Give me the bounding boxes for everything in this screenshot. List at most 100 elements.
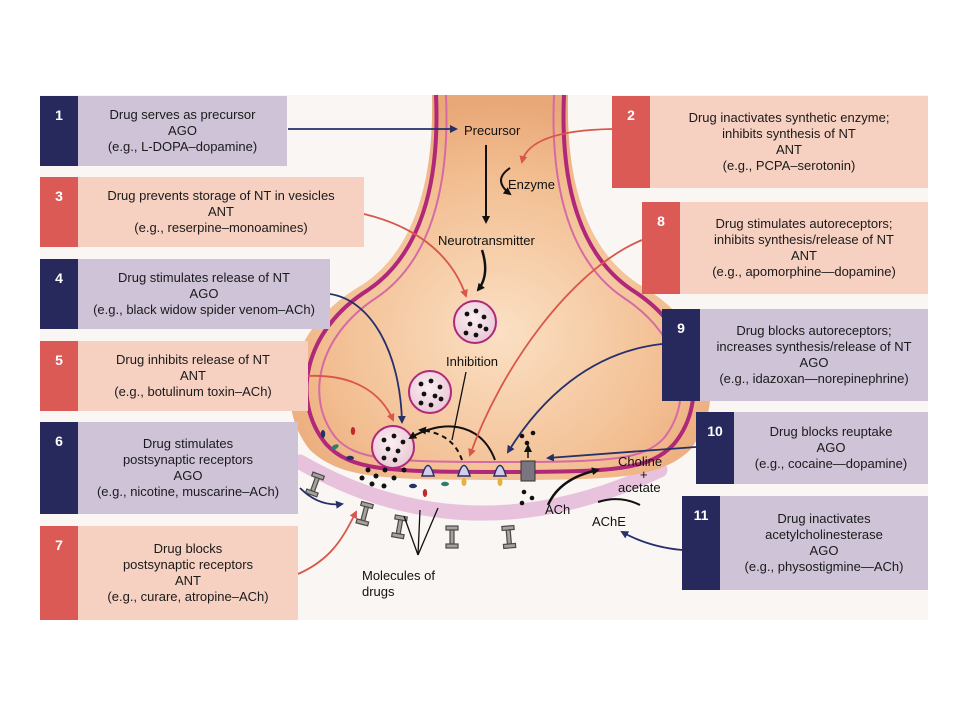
label-drugs: drugs xyxy=(362,584,395,599)
box-1-text: Drug serves as precursor AGO (e.g., L-DO… xyxy=(78,96,287,166)
box-4-release-stimulate: 4 Drug stimulates release of NT AGO (e.g… xyxy=(40,259,330,329)
box-10-line-1: Drug blocks reuptake xyxy=(769,424,893,439)
box-9-text: Drug blocks autoreceptors; increases syn… xyxy=(700,309,928,401)
postsynaptic-receptors xyxy=(304,471,517,550)
box-9-line-3: AGO xyxy=(799,355,829,370)
box-4-number: 4 xyxy=(40,259,78,329)
label-molecules-of: Molecules of xyxy=(362,568,435,583)
box-10-line-2: AGO xyxy=(816,440,846,455)
ache-breakdown-arrow xyxy=(546,467,600,506)
box-7-line-2: postsynaptic receptors xyxy=(122,557,254,572)
label-enzyme: Enzyme xyxy=(508,177,555,192)
axon-terminal xyxy=(290,95,711,480)
box-11-number: 11 xyxy=(682,496,720,590)
box-7-line-1: Drug blocks xyxy=(153,541,223,556)
drug-molecules xyxy=(320,427,449,497)
box-2-enzyme: 2 Drug inactivates synthetic enzyme; inh… xyxy=(612,96,928,188)
arrow-9 xyxy=(506,343,663,454)
inhibition-arrow-dashed xyxy=(418,426,463,461)
label-neurotransmitter: Neurotransmitter xyxy=(438,233,535,248)
label-plus: + xyxy=(640,467,648,482)
postsynaptic-membrane xyxy=(292,454,668,521)
vesicle-middle xyxy=(408,370,452,414)
box-9-number: 9 xyxy=(662,309,700,401)
box-7-line-3: ANT xyxy=(175,573,201,588)
box-4-line-2: AGO xyxy=(189,286,219,301)
ache-curve xyxy=(597,498,641,506)
box-8-line-3: ANT xyxy=(791,248,817,263)
arrow-6 xyxy=(299,487,344,509)
box-1-line-2: AGO xyxy=(168,123,197,138)
arrow-11 xyxy=(620,531,683,551)
box-3-line-3: (e.g., reserpine–monoamines) xyxy=(134,220,308,235)
autoreceptors xyxy=(421,464,507,486)
arrow-2 xyxy=(519,128,613,164)
box-6-line-4: (e.g., nicotine, muscarine–ACh) xyxy=(96,484,280,499)
vesicle-releasing xyxy=(371,425,415,469)
box-2-line-1: Drug inactivates synthetic enzyme; xyxy=(688,110,890,125)
vesicle-storage xyxy=(453,300,497,344)
box-5-line-1: Drug inhibits release of NT xyxy=(116,352,270,367)
box-1-number: 1 xyxy=(40,96,78,166)
box-8-text: Drug stimulates autoreceptors; inhibits … xyxy=(680,202,928,294)
box-3-number: 3 xyxy=(40,177,78,247)
box-7-postsynaptic-block: 7 Drug blocks postsynaptic receptors ANT… xyxy=(40,526,298,620)
box-8-number: 8 xyxy=(642,202,680,294)
arrow-8 xyxy=(468,239,643,457)
box-11-ache-inactivate: 11 Drug inactivates acetylcholinesterase… xyxy=(682,496,928,590)
box-3-line-2: ANT xyxy=(208,204,234,219)
box-11-line-2: acetylcholinesterase xyxy=(765,527,883,542)
reuptake-transporter xyxy=(520,460,536,482)
box-8-line-4: (e.g., apomorphine—dopamine) xyxy=(712,264,896,279)
inhibition-label-pointer xyxy=(451,371,467,441)
box-9-autoreceptor-block: 9 Drug blocks autoreceptors; increases s… xyxy=(662,309,928,401)
arrow-5 xyxy=(307,374,395,422)
presynaptic-membrane-inner xyxy=(318,94,682,464)
nt-to-vesicle-arrow xyxy=(476,249,487,292)
box-6-text: Drug stimulates postsynaptic receptors A… xyxy=(78,422,298,514)
arrow-10 xyxy=(546,446,697,462)
box-4-line-3: (e.g., black widow spider venom–ACh) xyxy=(93,302,315,317)
label-ache: AChE xyxy=(592,514,626,529)
box-11-line-3: AGO xyxy=(809,543,839,558)
box-11-text: Drug inactivates acetylcholinesterase AG… xyxy=(720,496,928,590)
box-2-line-4: (e.g., PCPA–serotonin) xyxy=(722,158,856,173)
arrow-4 xyxy=(329,293,406,424)
box-3-text: Drug prevents storage of NT in vesicles … xyxy=(78,177,364,247)
box-4-line-1: Drug stimulates release of NT xyxy=(118,270,290,285)
box-1-line-1: Drug serves as precursor xyxy=(109,107,256,122)
box-5-number: 5 xyxy=(40,341,78,411)
label-inhibition: Inhibition xyxy=(446,354,499,369)
arrow-3 xyxy=(363,213,468,298)
box-8-autoreceptor-stimulate: 8 Drug stimulates autoreceptors; inhibit… xyxy=(642,202,928,294)
box-4-text: Drug stimulates release of NT AGO (e.g.,… xyxy=(78,259,330,329)
released-nt-molecules xyxy=(359,467,407,489)
box-5-line-3: (e.g., botulinum toxin–ACh) xyxy=(114,384,272,399)
box-11-line-4: (e.g., physostigmine—ACh) xyxy=(744,559,904,574)
reuptake-molecules xyxy=(519,430,536,506)
box-7-text: Drug blocks postsynaptic receptors ANT (… xyxy=(78,526,298,620)
drug-molecule-pointers xyxy=(403,507,439,556)
box-10-number: 10 xyxy=(696,412,734,484)
box-2-line-2: inhibits synthesis of NT xyxy=(722,126,856,141)
arrow-7 xyxy=(297,510,357,575)
box-5-release-inhibit: 5 Drug inhibits release of NT ANT (e.g.,… xyxy=(40,341,308,411)
box-6-line-2: postsynaptic receptors xyxy=(122,452,254,467)
label-choline: Choline xyxy=(618,454,663,469)
label-acetate: acetate xyxy=(618,480,661,495)
box-6-postsynaptic-stimulate: 6 Drug stimulates postsynaptic receptors… xyxy=(40,422,298,514)
box-5-line-2: ANT xyxy=(180,368,206,383)
enzyme-arrow xyxy=(500,167,512,196)
box-10-line-3: (e.g., cocaine—dopamine) xyxy=(754,456,908,471)
box-8-line-2: inhibits synthesis/release of NT xyxy=(714,232,894,247)
label-precursor: Precursor xyxy=(464,123,521,138)
box-3-storage: 3 Drug prevents storage of NT in vesicle… xyxy=(40,177,364,247)
box-1-line-3: (e.g., L-DOPA–dopamine) xyxy=(107,139,258,154)
box-2-text: Drug inactivates synthetic enzyme; inhib… xyxy=(650,96,928,188)
box-5-text: Drug inhibits release of NT ANT (e.g., b… xyxy=(78,341,308,411)
box-8-line-1: Drug stimulates autoreceptors; xyxy=(715,216,893,231)
box-9-line-4: (e.g., idazoxan—norepinephrine) xyxy=(719,371,909,386)
box-3-line-1: Drug prevents storage of NT in vesicles xyxy=(107,188,335,203)
box-2-line-3: ANT xyxy=(776,142,802,157)
box-11-line-1: Drug inactivates xyxy=(777,511,871,526)
